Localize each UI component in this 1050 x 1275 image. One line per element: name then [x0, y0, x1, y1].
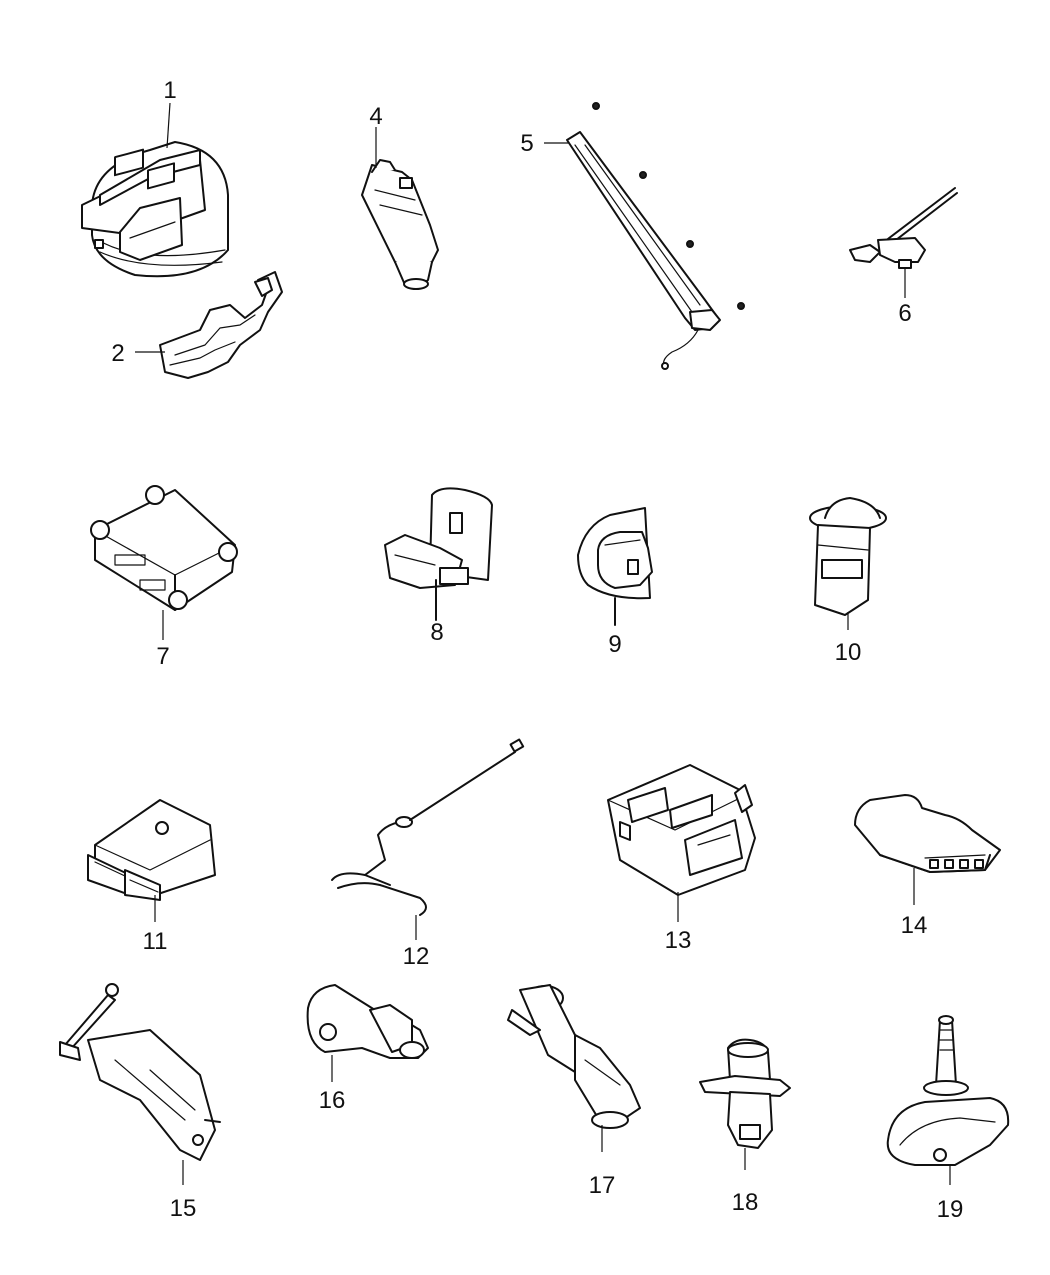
part-6-probe-sensor[interactable] — [849, 187, 958, 269]
part-16-map-sensor[interactable] — [306, 984, 429, 1059]
part-10-domed-sensor[interactable] — [809, 497, 887, 616]
callout-2: 2 — [111, 340, 124, 367]
part-15-level-sensor[interactable] — [59, 983, 221, 1161]
callout-19: 19 — [937, 1196, 964, 1223]
callout-7: 7 — [156, 643, 169, 670]
part-18-socket-sensor[interactable] — [699, 1038, 791, 1149]
callout-5: 5 — [520, 130, 533, 157]
part-2-bracket[interactable] — [159, 271, 283, 379]
callout-16: 16 — [319, 1087, 346, 1114]
part-4-sensor[interactable] — [361, 159, 439, 290]
callout-13: 13 — [665, 927, 692, 954]
part-11-ecu[interactable] — [87, 799, 216, 901]
callout-8: 8 — [430, 619, 443, 646]
callout-4: 4 — [369, 103, 382, 130]
callout-15: 15 — [170, 1195, 197, 1222]
part-17-sensor[interactable] — [507, 984, 641, 1129]
part-19-tpms-sensor[interactable] — [886, 1015, 1010, 1166]
part-13-relay-module[interactable] — [607, 764, 756, 896]
callout-10: 10 — [835, 639, 862, 666]
callout-11: 11 — [143, 928, 168, 955]
callout-14: 14 — [901, 912, 928, 939]
part-1-ignition-switch[interactable] — [81, 141, 229, 278]
part-14-cover[interactable] — [854, 794, 1001, 873]
part-9-sensor[interactable] — [577, 507, 653, 626]
callout-9: 9 — [608, 631, 621, 658]
callout-17: 17 — [589, 1172, 616, 1199]
part-8-connector[interactable] — [384, 487, 493, 621]
callout-6: 6 — [898, 300, 911, 327]
callout-12: 12 — [403, 943, 430, 970]
callout-1: 1 — [163, 77, 176, 104]
callout-18: 18 — [732, 1189, 759, 1216]
part-7-control-module[interactable] — [90, 485, 238, 611]
part-12-harness-sensor[interactable] — [331, 738, 525, 916]
part-5-arm-sensor[interactable] — [566, 102, 745, 370]
